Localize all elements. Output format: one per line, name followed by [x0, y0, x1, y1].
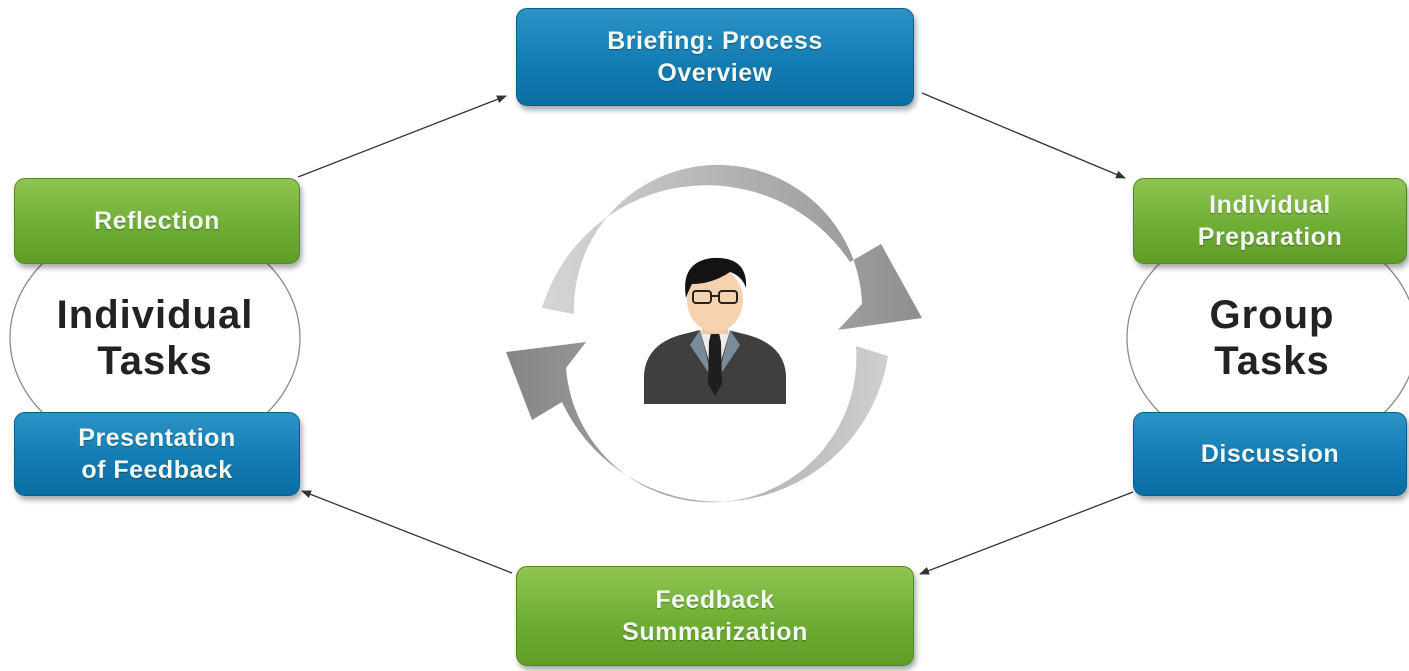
individual-tasks-label: Individual Tasks — [56, 293, 254, 383]
reflection-node: Reflection — [14, 178, 300, 264]
arrow-reflection-to-briefing — [297, 95, 507, 178]
presentation-of-feedback-node: Presentation of Feedback — [14, 412, 300, 496]
person-with-glasses-icon — [644, 257, 786, 404]
group-tasks-label: Group Tasks — [1209, 293, 1335, 383]
connectors — [297, 92, 1134, 575]
arrow-feedback-summarization-to-presentation — [301, 490, 513, 574]
briefing-process-overview-node: Briefing: Process Overview — [516, 8, 914, 106]
arrow-discussion-to-feedback-summarization — [919, 491, 1134, 575]
cycle-arrows-icon — [506, 164, 922, 503]
arrow-briefing-to-individual-preparation — [921, 92, 1126, 179]
discussion-node: Discussion — [1133, 412, 1407, 496]
individual-preparation-node: Individual Preparation — [1133, 178, 1407, 264]
feedback-summarization-node: Feedback Summarization — [516, 566, 914, 666]
